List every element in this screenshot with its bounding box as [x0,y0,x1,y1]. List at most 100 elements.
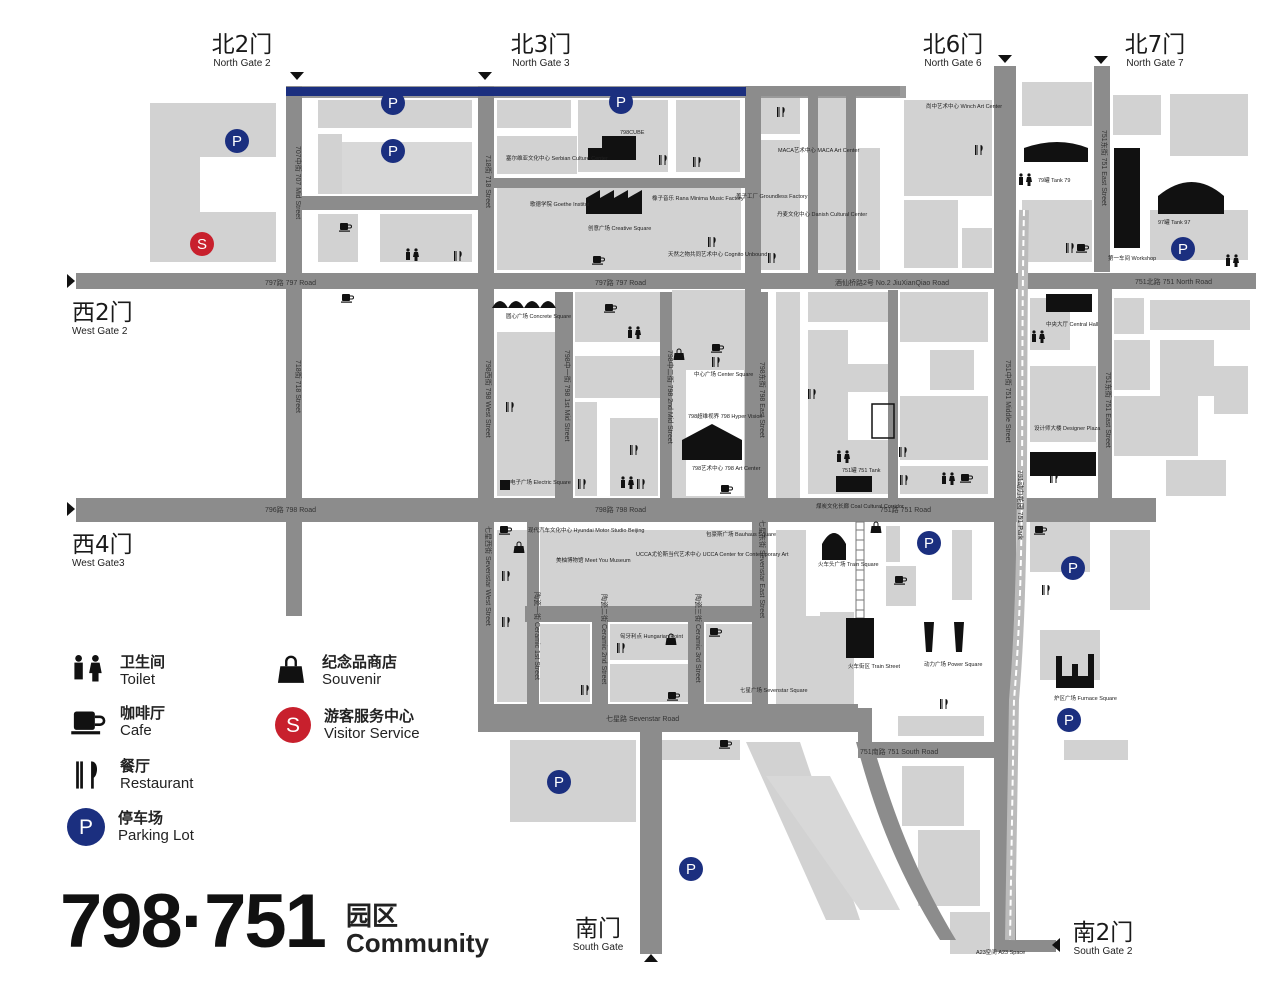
block-se8 [1110,530,1150,610]
block-751-f [930,350,974,390]
label-rana[interactable]: 橡子音乐 Rana Minima Music Factory [652,194,744,202]
gate-w2-marker[interactable] [67,274,75,288]
label-power[interactable]: 动力广场 Power Square [924,660,982,668]
souvenir-icon[interactable] [870,521,882,534]
parking-lot[interactable]: P [1061,556,1085,580]
block-e1 [1114,298,1144,334]
label-tank79[interactable]: 79罐 Tank 79 [1038,176,1070,184]
legend-toilet-en: Toilet [120,671,156,688]
block-se3 [952,530,972,600]
parking-lot[interactable]: P [1057,708,1081,732]
tank-751-building[interactable] [836,476,872,492]
gate-s2-marker[interactable] [1052,938,1060,952]
label-sevenstarsq[interactable]: 七星广场 Sevenstar Square [740,686,808,694]
label-ucca[interactable]: UCCA尤伦斯当代艺术中心 UCCA Center for Contempora… [636,550,789,558]
parking-lot[interactable]: P [547,770,571,794]
label-798cube[interactable]: 798CUBE [620,130,645,136]
parking-lot[interactable]: P [609,90,633,114]
basketball-court[interactable] [871,403,895,439]
gate-n3-marker[interactable] [478,72,492,80]
gate-north-7[interactable]: 北7门 North Gate 7 [1118,34,1192,69]
tank-97-building[interactable] [1158,182,1224,214]
gate-w4-marker[interactable] [67,502,75,516]
label-hypervision[interactable]: 798超维视界 798 Hyper Vision [688,412,763,420]
label-creative[interactable]: 创意广场 Creative Square [588,224,651,232]
gate-north-6[interactable]: 北6门 North Gate 6 [916,34,990,69]
label-workshop[interactable]: 第一车间 Workshop [1108,254,1156,262]
parking-lot[interactable]: P [679,857,703,881]
power-square-chimneys[interactable] [924,622,964,652]
label-coal[interactable]: 煤炭文化长廊 Coal Cultural Corridor [816,502,904,510]
road-ceramic2 [592,606,608,706]
label-artcenter[interactable]: 798艺术中心 798 Art Center [692,464,761,472]
tank-79-building[interactable] [1024,142,1088,170]
gate-south[interactable]: 南门 South Gate [566,918,630,953]
label-hyundai[interactable]: 现代汽车文化中心 Hyundai Motor Studio Beijing [528,526,644,534]
gate-west-2-zh: 西2门 [72,300,133,326]
label-danish[interactable]: 丹麦文化中心 Danish Cultural Center [777,210,867,218]
toilet-icon[interactable] [1019,173,1032,186]
gate-west-4[interactable]: 西4门 West Gate3 [72,534,142,569]
parking-lot[interactable]: P [917,531,941,555]
label-concrete[interactable]: 圆心广场 Concrete Square [506,312,571,320]
visitor-service[interactable]: S [190,232,214,256]
art-center-building[interactable] [682,424,742,460]
label-electric[interactable]: 电子广场 Electric Square [510,478,571,486]
train-locomotive[interactable] [822,533,846,560]
block-maca-c [818,98,846,270]
train-street-building[interactable] [846,618,874,658]
gate-north-2[interactable]: 北2门 North Gate 2 [207,34,277,69]
rail-ties [856,529,864,611]
label-cognito[interactable]: 天然之物共同艺术中心 Cognito Unbound [668,250,767,258]
label-a23[interactable]: A23空间 A23 Space [976,948,1025,956]
electric-square-mark[interactable] [500,480,510,490]
label-centralhall[interactable]: 中央大厅 Central Hall [1046,320,1098,328]
gate-north-3[interactable]: 北3门 North Gate 3 [506,34,576,69]
parking-lot[interactable]: P [225,129,249,153]
cube-building[interactable] [588,136,636,160]
block-n4 [318,214,358,262]
label-furnace[interactable]: 炉区广场 Furnace Square [1054,694,1117,702]
gate-west-2[interactable]: 西2门 West Gate 2 [72,302,142,337]
parking-lot[interactable]: P [1171,237,1195,261]
gate-south-2[interactable]: 南2门 South Gate 2 [1066,922,1140,957]
label-bauhaus[interactable]: 包豪斯广场 Bauhaus Square [706,530,776,538]
block-m3 [575,402,597,496]
label-center[interactable]: 中心广场 Center Square [694,370,753,378]
label-winch[interactable]: 尚中艺术中心 Winch Art Center [926,102,1002,110]
label-tank751[interactable]: 751罐 751 Tank [842,466,881,474]
creative-square-building[interactable] [586,190,642,214]
road-label-797-left: 797路 797 Road [265,278,316,287]
block-designer [1030,366,1096,442]
label-tank97[interactable]: 97罐 Tank 97 [1158,218,1190,226]
designer-plaza-building[interactable] [1030,452,1096,476]
parking-lot[interactable]: P [381,91,405,115]
label-serbian[interactable]: 塞尔维亚文化中心 Serbian Culture Center [506,154,608,162]
gate-n2-marker[interactable] [290,72,304,80]
restaurant-icon[interactable] [1042,585,1050,595]
road-718 [286,86,302,616]
legend-item-toilet: 卫生间 Toilet [66,652,165,690]
road-maca [808,86,818,276]
workshop-building[interactable] [1114,148,1140,248]
label-designer[interactable]: 设计师大楼 Designer Plaza [1034,424,1101,432]
legend-visitor-zh: 游客服务中心 [324,707,415,725]
label-trainsquare[interactable]: 火车头广场 Train Square [818,560,879,568]
gate-n7-marker[interactable] [1094,56,1108,64]
label-goethe[interactable]: 歌德学院 Goethe Institut [530,200,590,208]
gate-s-marker[interactable] [644,954,658,962]
concrete-square-building[interactable] [492,301,556,308]
legend-parking-zh: 停车场 [118,809,164,827]
furnace-square-building[interactable] [1056,654,1094,688]
road-label-751: 751路 751 Road [880,505,931,514]
block-751-ne3 [1150,210,1248,260]
central-hall-building[interactable] [1046,294,1092,312]
label-trainstreet[interactable]: 火车街区 Train Street [848,662,901,670]
gate-n6-marker[interactable] [998,55,1012,63]
label-groundless[interactable]: 盖子工厂 Groundless Factory [736,192,808,200]
label-maca[interactable]: MACA艺术中心 MACA Art Center [778,146,859,154]
parking-lot[interactable]: P [381,139,405,163]
label-meiyuu[interactable]: 美柚博物馆 Meet You Museum [556,556,631,564]
label-hungarian[interactable]: 匈牙利点 Hungarian Point [620,632,683,640]
